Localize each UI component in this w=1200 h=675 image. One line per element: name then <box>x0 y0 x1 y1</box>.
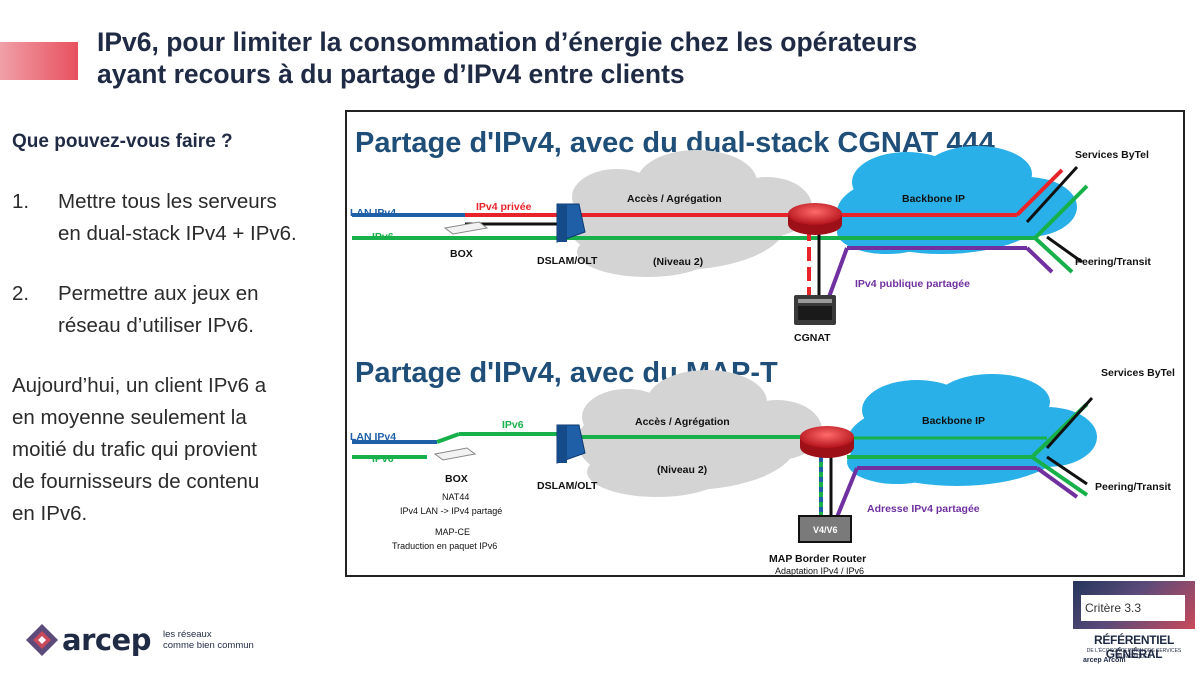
logo-wordmark: arcep <box>62 623 152 657</box>
list-number: 2. <box>12 282 30 305</box>
label: Adaptation IPv4 / IPv6 <box>775 566 864 575</box>
label: BOX <box>445 473 468 485</box>
label: NAT44 <box>442 492 469 502</box>
list-text-line: en dual-stack IPv4 + IPv6. <box>58 222 297 245</box>
summary-paragraph: Aujourd’hui, un client IPv6 a en moyenne… <box>12 370 337 530</box>
access-cloud-icon <box>577 370 822 497</box>
list-text-line: Mettre tous les serveurs <box>58 190 277 213</box>
slide-title: IPv6, pour limiter la consommation d’éne… <box>97 26 1147 90</box>
label: IPv6 <box>372 231 394 243</box>
network-diagram: Partage d'IPv4, avec du dual-stack CGNAT… <box>345 110 1185 577</box>
label: Accès / Agrégation <box>635 416 730 428</box>
arcep-logo: arcep les réseaux comme bien commun <box>24 622 254 658</box>
referentiel-badge: Critère 3.3 RÉFÉRENTIEL GÉNÉRAL DE L'ÉCO… <box>1073 581 1195 671</box>
label: Backbone IP <box>902 193 965 205</box>
badge-logos: arcep Arcom <box>1083 657 1126 664</box>
label: DSLAM/OLT <box>537 480 598 492</box>
question-heading: Que pouvez-vous faire ? <box>12 131 233 152</box>
paragraph-line: en moyenne seulement la <box>12 406 247 429</box>
label: IPv4 LAN -> IPv4 partagé <box>400 506 502 516</box>
label: DSLAM/OLT <box>537 255 598 267</box>
router-icon <box>800 426 854 458</box>
router-icon <box>788 203 842 235</box>
label: CGNAT <box>794 332 831 344</box>
label: Accès / Agrégation <box>627 193 722 205</box>
arcep-logo-mark-icon <box>26 624 58 656</box>
tagline-line: les réseaux <box>163 629 212 640</box>
label: LAN IPv4 <box>350 431 396 443</box>
title-line-2: ayant recours à du partage d’IPv4 entre … <box>97 59 685 89</box>
badge-title: RÉFÉRENTIEL GÉNÉRAL <box>1093 633 1175 661</box>
paragraph-line: en IPv6. <box>12 502 88 525</box>
tagline-line: comme bien commun <box>163 640 254 651</box>
list-text: Mettre tous les serveurs en dual-stack I… <box>58 186 297 250</box>
label: MAP Border Router <box>769 553 866 565</box>
criterion-label: Critère 3.3 <box>1081 595 1185 621</box>
label: Peering/Transit <box>1095 481 1171 493</box>
label: BOX <box>450 248 473 260</box>
list-item: 2. Permettre aux jeux en réseau d’utilis… <box>12 278 337 342</box>
map-border-router-icon <box>798 515 852 543</box>
list-text: Permettre aux jeux en réseau d’utiliser … <box>58 278 259 342</box>
badge-banner: Critère 3.3 <box>1073 581 1195 629</box>
label: Traduction en paquet IPv6 <box>392 541 497 551</box>
label: Services ByTel <box>1075 149 1149 161</box>
badge-subtitle: DE L'ÉCOCONCEPTION DES SERVICES NUMÉRIQU… <box>1086 648 1182 660</box>
cgnat-appliance-icon <box>794 295 836 325</box>
label: LAN IPv4 <box>350 207 396 219</box>
list-text-line: Permettre aux jeux en <box>58 282 259 305</box>
list-number: 1. <box>12 190 30 213</box>
list-item: 1. Mettre tous les serveurs en dual-stac… <box>12 186 337 250</box>
title-accent-bar <box>0 42 78 80</box>
label: IPv4 privée <box>476 201 532 213</box>
label: (Niveau 2) <box>653 256 703 268</box>
label: Backbone IP <box>922 415 985 427</box>
box-device-icon <box>443 221 489 235</box>
label: IPv6 <box>502 419 524 431</box>
label: MAP-CE <box>435 527 470 537</box>
label: Adresse IPv4 partagée <box>867 503 980 515</box>
label: IPv6 <box>372 453 394 465</box>
label: Services ByTel <box>1101 367 1175 379</box>
paragraph-line: Aujourd’hui, un client IPv6 a <box>12 374 267 397</box>
box-device-icon <box>433 447 477 461</box>
paragraph-line: moitié du trafic qui provient <box>12 438 257 461</box>
label: (Niveau 2) <box>657 464 707 476</box>
label: Peering/Transit <box>1075 256 1151 268</box>
title-line-1: IPv6, pour limiter la consommation d’éne… <box>97 27 918 57</box>
paragraph-line: de fournisseurs de contenu <box>12 470 260 493</box>
dslam-icon <box>556 203 586 243</box>
label: V4/V6 <box>813 525 838 535</box>
logo-tagline: les réseaux comme bien commun <box>163 629 254 651</box>
list-text-line: réseau d’utiliser IPv6. <box>58 314 254 337</box>
left-text-panel: Que pouvez-vous faire ? 1. Mettre tous l… <box>12 126 337 530</box>
label: IPv4 publique partagée <box>855 278 970 290</box>
dslam-icon <box>556 424 586 464</box>
